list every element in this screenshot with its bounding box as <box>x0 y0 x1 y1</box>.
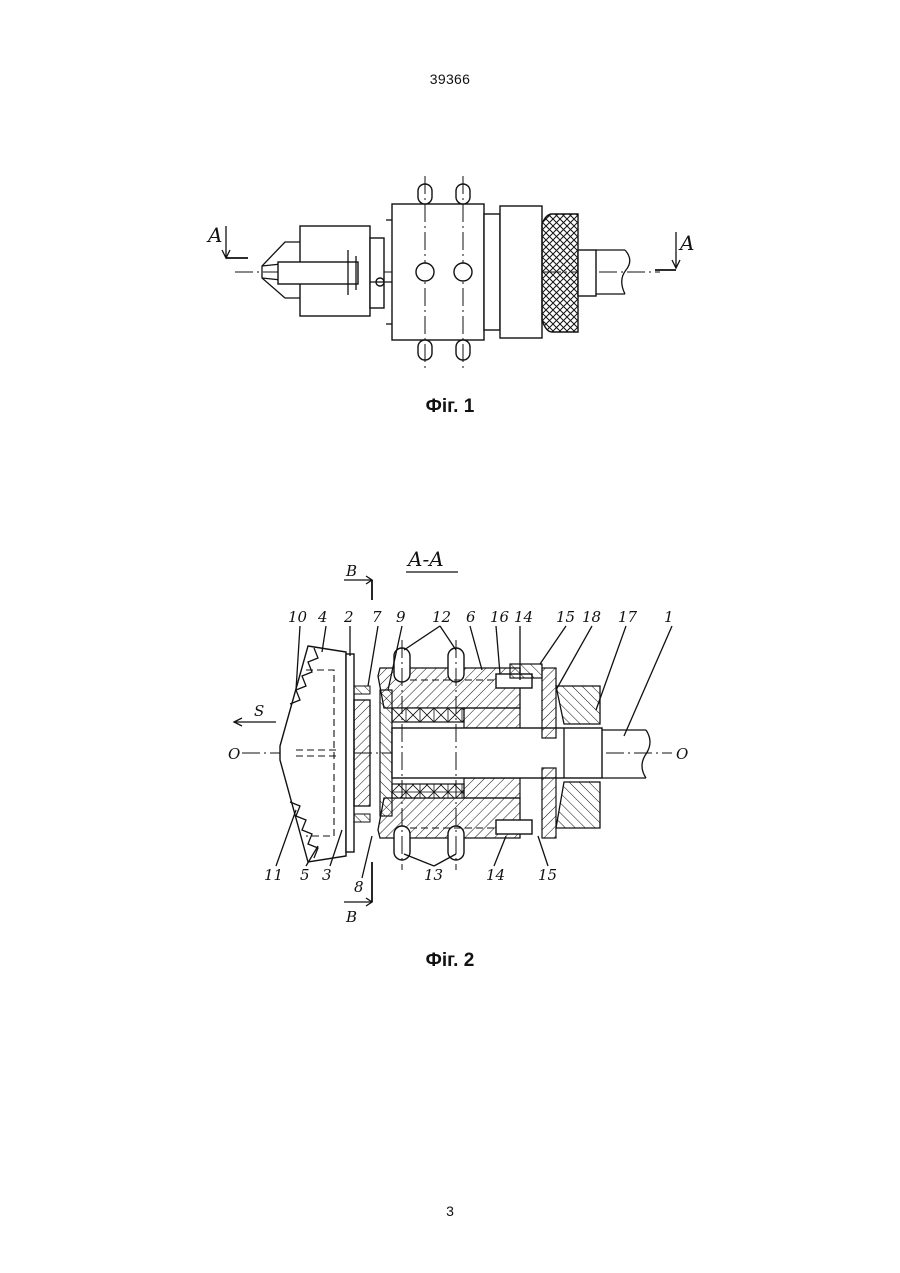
callout: 2 <box>343 608 354 626</box>
callout: 17 <box>618 608 638 626</box>
callout: 3 <box>322 866 332 884</box>
figure-1-drawing: A <box>0 170 900 385</box>
callout: 18 <box>582 608 601 626</box>
callout: 7 <box>372 608 382 626</box>
drive-shaft <box>602 730 650 778</box>
knurled-nut <box>484 206 578 338</box>
callout: 15 <box>538 866 557 884</box>
svg-text:B: B <box>345 562 357 580</box>
cutter-head <box>262 226 392 316</box>
callout: 6 <box>466 608 476 626</box>
shaft <box>578 250 630 296</box>
figure-2-caption: Фіг. 2 <box>0 950 900 972</box>
callout: 16 <box>490 608 510 626</box>
svg-text:A-A: A-A <box>406 547 444 571</box>
section-marker-left: A <box>206 223 248 258</box>
svg-text:A: A <box>206 223 222 247</box>
callout: 15 <box>556 608 575 626</box>
callout: 5 <box>300 866 310 884</box>
main-housing <box>386 176 484 368</box>
callout: 11 <box>264 866 283 884</box>
figure-2-section-drawing: A-A B O O S <box>0 540 900 930</box>
svg-text:B: B <box>345 908 357 926</box>
svg-text:O: O <box>228 745 240 763</box>
callout: 10 <box>288 608 308 626</box>
spindle <box>392 728 602 778</box>
section-marker-right: A <box>655 231 694 270</box>
callout: 4 <box>317 608 328 626</box>
figure-1-caption: Фіг. 1 <box>0 396 900 418</box>
callout: 14 <box>486 866 505 884</box>
callout: 9 <box>396 608 406 626</box>
callout: 8 <box>354 878 364 896</box>
callout: 1 <box>664 608 674 626</box>
feed-direction-arrow: S <box>234 702 276 726</box>
section-title: A-A <box>406 547 458 572</box>
svg-text:A: A <box>678 231 694 255</box>
callout: 12 <box>432 608 451 626</box>
callout: 14 <box>514 608 533 626</box>
page-number: 3 <box>0 1203 900 1219</box>
svg-text:O: O <box>676 745 688 763</box>
cone-cutter <box>280 646 370 862</box>
document-number: 39366 <box>0 71 900 87</box>
section-marker-top: B <box>344 562 372 600</box>
callout: 13 <box>424 866 443 884</box>
svg-text:S: S <box>254 702 264 720</box>
